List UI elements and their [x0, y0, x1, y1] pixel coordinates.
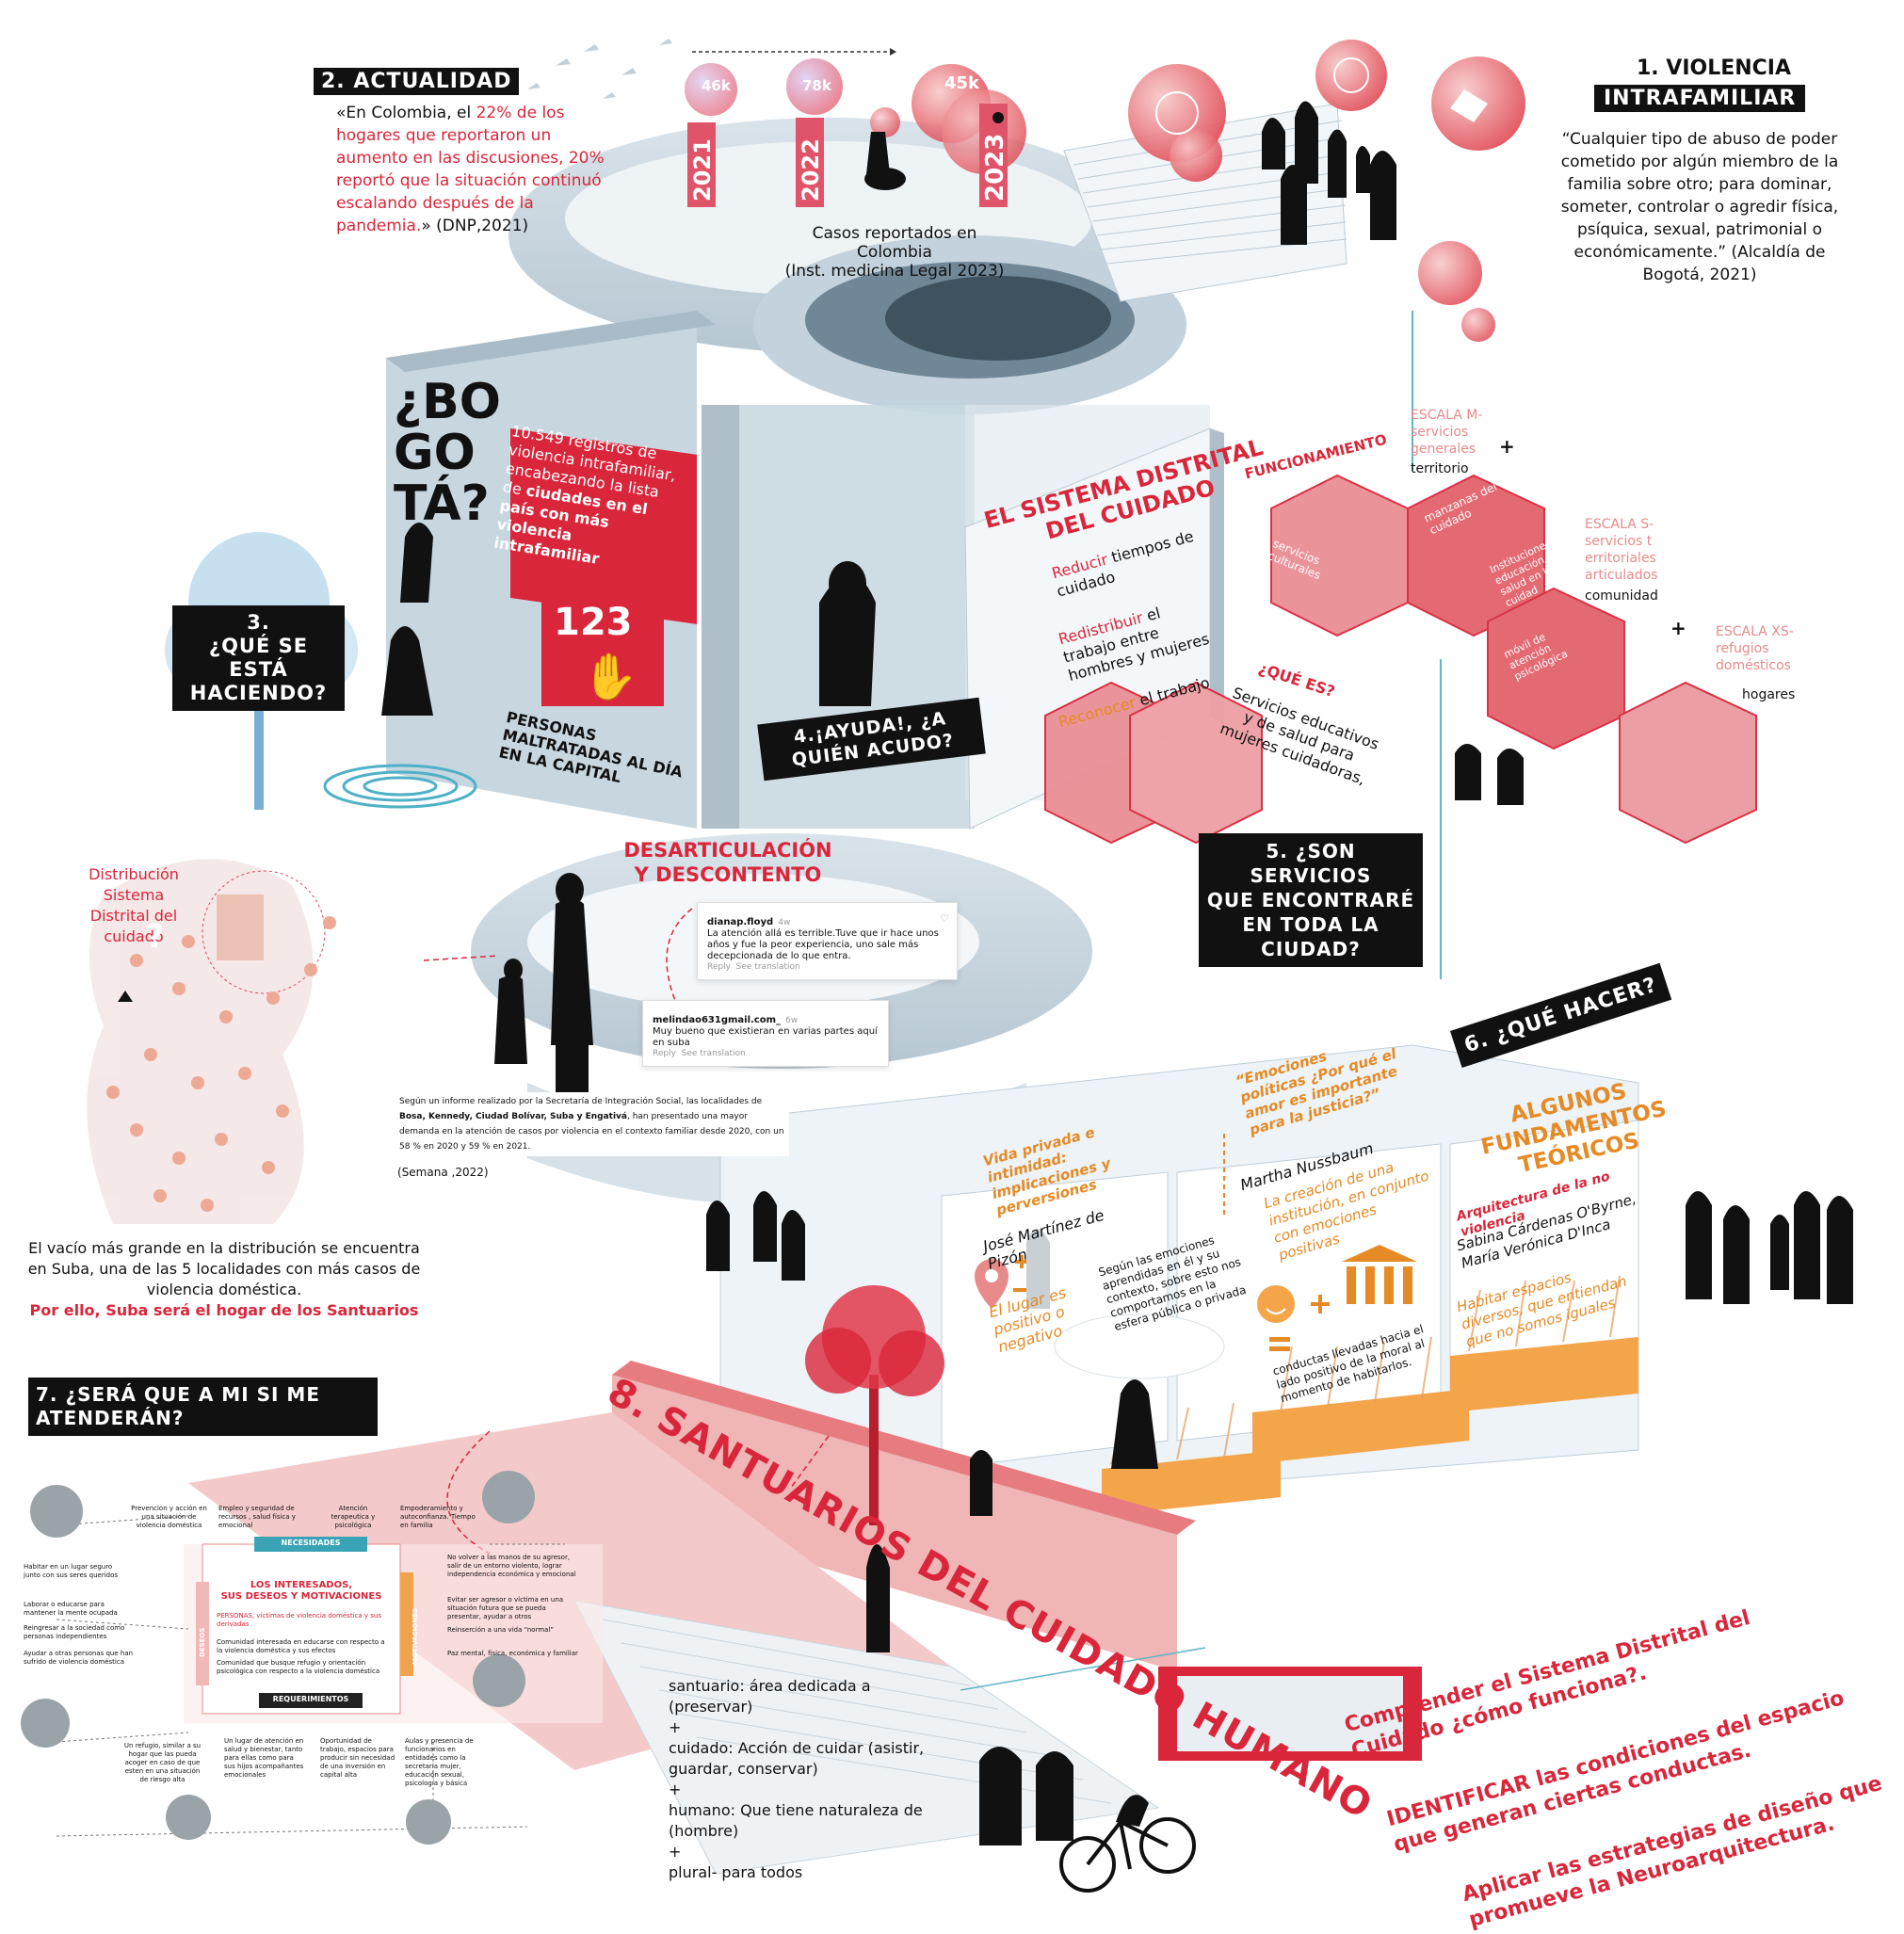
translate-link-1[interactable]: See translation — [735, 962, 800, 972]
year-2022: 2022 — [798, 138, 824, 201]
year-2023: 2023 — [981, 133, 1009, 201]
need-left-1: Habitar en un lugar seguro junto con sus… — [24, 1563, 119, 1579]
section-1-title-line2: INTRAFAMILIAR — [1594, 85, 1806, 112]
section-1-title-line1: 1. VIOLENCIA — [1636, 56, 1792, 80]
need-right-2: Evitar ser agresor o víctima en una situ… — [447, 1596, 564, 1620]
semana-source: (Semana ,2022) — [397, 1166, 489, 1179]
distribucion-label: Distribución Sistema Distrital del cuida… — [89, 865, 179, 945]
bogota-question: ¿BO GO TÁ? — [394, 374, 502, 532]
santuarios-ramp — [612, 1375, 1177, 1671]
smile-icon — [1257, 1285, 1295, 1323]
reply-link-2[interactable]: Reply — [653, 1049, 676, 1058]
institution-icon — [1342, 1245, 1417, 1304]
comunidad-1: Comunidad interesada en educarse con res… — [217, 1638, 385, 1654]
red-tree — [805, 1285, 944, 1525]
need-left-4: Ayudar a otras personas que han sufrido … — [24, 1650, 134, 1666]
motivaciones-label: MOTIVACIONES — [411, 1607, 419, 1665]
hand-badge — [541, 593, 664, 706]
silhouettes — [381, 101, 1853, 1845]
plus-1: + — [1499, 435, 1515, 458]
distribution-map — [87, 859, 336, 1224]
section-2-quote: «En Colombia, el 22% de los hogares que … — [336, 104, 605, 235]
bar-2021 — [687, 122, 716, 207]
bar-2022 — [796, 118, 824, 207]
scale-s-sub: comunidad — [1585, 588, 1658, 604]
hand-number: 123 — [554, 601, 633, 644]
case-value-2021: 46k — [702, 77, 731, 94]
section-1-quote: “Cualquier tipo de abuso de poder cometi… — [1560, 130, 1839, 284]
need-top-2: Empleo y seguridad de recursos , salud f… — [218, 1505, 296, 1529]
need-right-3: Reinserción a una vida “normal” — [447, 1626, 554, 1634]
cases-caption: Casos reportados en Colombia(Inst. medic… — [784, 224, 1005, 281]
scale-m-label: ESCALA M- servicios generales — [1411, 408, 1483, 457]
definitions-list: santuario: área dedicada a (preservar) +… — [669, 1677, 925, 1881]
deseos-label: DESEOS — [199, 1627, 206, 1657]
need-left-3: Reingresar a la sociedad como personas i… — [24, 1624, 125, 1640]
hand-icon: ✋ — [582, 653, 638, 702]
need-right-4: Paz mental, física, económica y familiar — [447, 1650, 578, 1657]
need-top-1: Prevencion y acción en una situación de … — [131, 1505, 207, 1529]
need-bottom-3: Oportunidad de trabajo, espacios para pr… — [320, 1737, 395, 1779]
ripple-rings — [323, 764, 477, 809]
bicycle — [1059, 1817, 1196, 1893]
interesados-title: LOS INTERESADOS,SUS DESEOS Y MOTIVACIONE… — [220, 1580, 382, 1602]
need-left-2: Laborar o educarse para mantener la ment… — [24, 1601, 118, 1617]
comment-card-2: melindao631gmail.com_ 6w Muy bueno que e… — [642, 1000, 889, 1067]
translate-link-2[interactable]: See translation — [681, 1049, 746, 1058]
reply-link-1[interactable]: Reply — [707, 962, 731, 972]
need-top-4: Empoderamiento y autoconfianza. Tiempo e… — [400, 1505, 476, 1529]
heart-icon[interactable]: ♡ — [940, 912, 949, 925]
plus-2: + — [1670, 617, 1686, 639]
bar-2023 — [979, 104, 1008, 207]
comment-card-1: dianap.floyd 4w La atención allá es terr… — [697, 902, 958, 980]
case-value-2022: 78k — [802, 77, 831, 94]
portraits — [21, 1471, 535, 1845]
year-2021: 2021 — [689, 138, 716, 201]
section-2-title: 2. ACTUALIDAD — [314, 68, 520, 95]
need-top-3: Atención terapeutica y psicológica — [331, 1505, 376, 1529]
scale-s-label: ESCALA S- servicios t erritoriales artic… — [1585, 517, 1658, 583]
scale-xs-sub: hogares — [1742, 687, 1796, 702]
location-pin-icon — [975, 1259, 1008, 1309]
question-mark-icon: ? — [146, 918, 165, 956]
need-bottom-4: Aulas y presencia de funcionarios en ent… — [405, 1737, 474, 1787]
need-bottom-1: Un refugio, similar a su hogar que las p… — [123, 1742, 202, 1783]
need-right-1: No volver a las manos de su agresor, sal… — [447, 1554, 576, 1578]
personas-text: PERSONAS, víctimas de violencia doméstic… — [217, 1612, 381, 1628]
comunidad-2: Comunidad que busque refugio y orientaci… — [217, 1659, 380, 1675]
requerimientos-label: REQUERIMIENTOS — [272, 1695, 349, 1703]
scale-cubes — [1044, 474, 1757, 845]
scale-xs-label: ESCALA XS- refugios domésticos — [1716, 624, 1794, 673]
case-value-2023: 45k — [944, 73, 980, 93]
distribucion-text: El vacío más grande en la distribución s… — [27, 1239, 421, 1319]
decor-bubbles — [685, 40, 1525, 342]
necesidades-label: NECESIDADES — [281, 1539, 341, 1547]
scale-m-sub: territorio — [1411, 461, 1469, 476]
need-bottom-2: Un lugar de atención en salud y bienesta… — [224, 1737, 304, 1779]
semana-report: Según un informe realizado por la Secret… — [395, 1092, 789, 1156]
bogota-red-text: 10.549 registros de violencia intrafamil… — [492, 422, 678, 568]
